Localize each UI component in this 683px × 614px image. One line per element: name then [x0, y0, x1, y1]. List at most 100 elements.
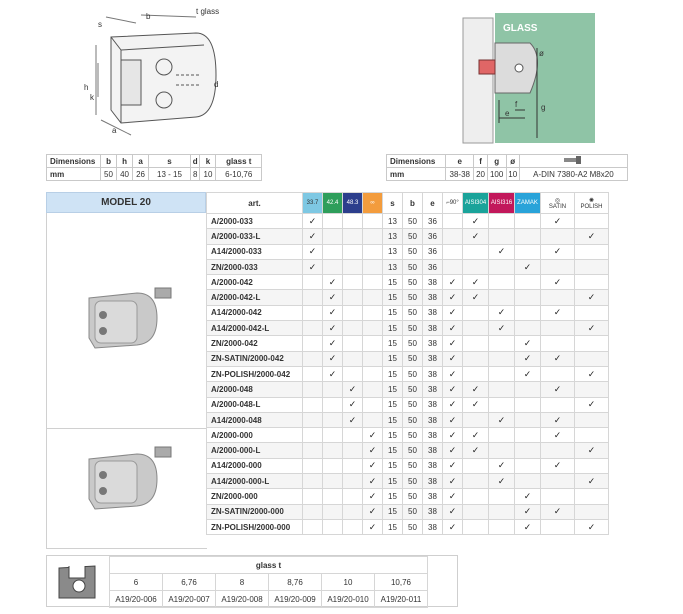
- cell-f1: [540, 320, 575, 337]
- cell-ang: ✓: [442, 304, 463, 322]
- article-code: ZN-POLISH/2000-042: [206, 365, 303, 383]
- dim-header: a: [132, 154, 150, 168]
- cell-m3: ✓: [514, 503, 541, 520]
- cell-ang: ✓: [442, 457, 463, 475]
- cell-c3: [342, 258, 363, 276]
- cell-b: 50: [402, 427, 423, 444]
- dim-value: 6-10,76: [215, 167, 262, 181]
- cell-c3: [342, 473, 363, 490]
- dim-value: A-DIN 7380-A2 M8x20: [518, 167, 629, 181]
- article-code: A/2000-000-L: [206, 442, 303, 459]
- cell-m2: ✓: [488, 243, 515, 260]
- cell-f2: [574, 427, 609, 444]
- drawing-label-e: e: [505, 109, 510, 118]
- cell-b: 50: [402, 442, 423, 459]
- cell-c4: [362, 396, 383, 413]
- dim-value: 10: [199, 167, 217, 181]
- drawing-label-d: d: [214, 80, 218, 89]
- cell-f2: ✓: [574, 396, 609, 413]
- dim-value: 20: [473, 167, 488, 181]
- cell-ang: [442, 228, 463, 245]
- cell-m1: [462, 258, 489, 276]
- insert-code: A19/20-008: [215, 590, 269, 608]
- article-code: A/2000-042: [206, 274, 303, 291]
- cell-c2: [322, 488, 343, 505]
- cell-m2: [488, 274, 515, 291]
- dim-value: 26: [132, 167, 150, 181]
- cell-m3: [514, 320, 541, 337]
- cell-b: 50: [402, 212, 423, 230]
- cell-m2: [488, 427, 515, 444]
- cell-c1: [302, 350, 323, 367]
- cell-m1: [462, 411, 489, 429]
- article-code: ZN-SATIN/2000-042: [206, 350, 303, 367]
- article-code: ZN/2000-033: [206, 258, 303, 276]
- glass-thickness-value: 6,76: [162, 573, 216, 591]
- cell-s: 15: [382, 457, 403, 475]
- cell-c4: ✓: [362, 503, 383, 520]
- cell-e: 38: [422, 427, 443, 444]
- cell-c4: [362, 243, 383, 260]
- cell-m2: [488, 503, 515, 520]
- dimensions-label: Dimensions: [386, 154, 446, 168]
- unit-label: mm: [46, 167, 101, 181]
- glass-thickness-value: 10: [321, 573, 375, 591]
- article-code: ZN-POLISH/2000-000: [206, 518, 303, 536]
- cell-c3: ✓: [342, 396, 363, 413]
- aisi316-header: AISI316: [488, 192, 515, 214]
- cell-s: 15: [382, 320, 403, 337]
- cell-s: 15: [382, 289, 403, 306]
- cell-f1: [540, 473, 575, 490]
- cell-c4: [362, 212, 383, 230]
- cell-m3: ✓: [514, 365, 541, 383]
- cell-f1: [540, 289, 575, 306]
- cell-c2: [322, 503, 343, 520]
- article-code: ZN/2000-042: [206, 335, 303, 352]
- drawing-label-g: g: [541, 103, 545, 112]
- cell-b: 50: [402, 381, 423, 398]
- cell-s: 15: [382, 335, 403, 352]
- cell-m3: [514, 411, 541, 429]
- dimensions-table-right: Dimensions e f g ø mm 38-38 20 100 10 A-…: [386, 154, 629, 181]
- cell-c2: [322, 442, 343, 459]
- cell-c1: [302, 381, 323, 398]
- cell-s: 15: [382, 365, 403, 383]
- glass-thickness-value: 10,76: [374, 573, 428, 591]
- cell-b: 50: [402, 518, 423, 536]
- art-header: art.: [206, 192, 303, 214]
- cell-s: 15: [382, 411, 403, 429]
- cell-ang: ✓: [442, 350, 463, 367]
- article-code: A/2000-042-L: [206, 289, 303, 306]
- cell-f2: ✓: [574, 320, 609, 337]
- cell-s: 13: [382, 243, 403, 260]
- cell-c3: ✓: [342, 381, 363, 398]
- cell-b: 50: [402, 243, 423, 260]
- drawing-label-b: b: [146, 12, 151, 21]
- dimensions-table-left: Dimensions b h a s d k glass t mm 50 40 …: [46, 154, 262, 181]
- product-image-clamp-2: [47, 429, 207, 549]
- cell-c4: ✓: [362, 427, 383, 444]
- cell-f2: [574, 212, 609, 230]
- cell-f2: [574, 335, 609, 352]
- dim-header: k: [199, 154, 217, 168]
- cell-s: 15: [382, 427, 403, 444]
- cell-s: 15: [382, 473, 403, 490]
- cell-f2: ✓: [574, 289, 609, 306]
- cell-s: 15: [382, 442, 403, 459]
- cell-f1: [540, 228, 575, 245]
- dimensions-label: Dimensions: [46, 154, 101, 168]
- cell-f1: [540, 258, 575, 276]
- cell-c4: [362, 320, 383, 337]
- dim-value: 38-38: [444, 167, 475, 181]
- article-code: A/2000-048-L: [206, 396, 303, 413]
- cell-m3: [514, 212, 541, 230]
- cell-e: 38: [422, 335, 443, 352]
- cell-ang: ✓: [442, 473, 463, 490]
- cell-c4: [362, 289, 383, 306]
